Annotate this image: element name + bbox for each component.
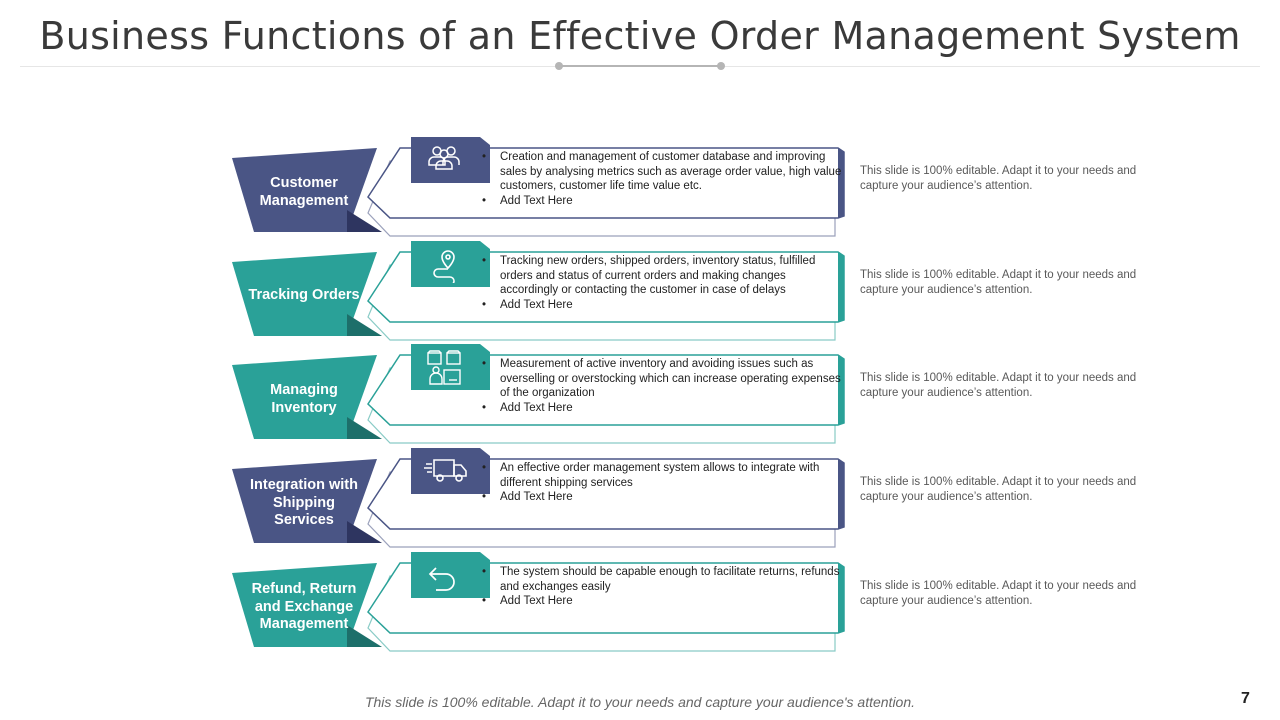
bullet-text: Add Text Here: [500, 491, 573, 503]
bullet-marker: •: [482, 358, 487, 370]
bullet-item: • Add Text Here: [482, 298, 842, 313]
bullet-text: Add Text Here: [500, 298, 573, 311]
title-accent-line: [559, 65, 722, 67]
bullet-text: Creation and management of customer data…: [500, 151, 842, 192]
bullet-text: Add Text Here: [500, 194, 573, 207]
function-row: Refund, Return and Exchange Management • T…: [0, 552, 1280, 663]
function-label-tag: [232, 252, 382, 336]
bullet-text: Measurement of active inventory and avoi…: [500, 358, 841, 399]
function-label: Tracking Orders: [248, 287, 360, 303]
description-card: [367, 241, 845, 341]
footer-note: This slide is 100% editable. Adapt it to…: [364, 694, 916, 710]
bullet-item: • Measurement of active inventory and avo…: [482, 357, 842, 401]
bullet-item: • Add Text Here: [482, 194, 842, 209]
function-label-tag: [232, 459, 382, 543]
bullet-marker: •: [482, 491, 487, 503]
bullet-text: The system should be capable enough to f…: [500, 566, 840, 593]
delivery-truck-icon: [411, 449, 481, 495]
bullet-item: • Creation and management of customer dat…: [482, 150, 842, 194]
slide-title: Business Functions of an Effective Order…: [39, 14, 1241, 58]
bullet-marker: •: [482, 298, 487, 311]
bullet-item: • Tracking new orders, shipped orders, in…: [482, 254, 842, 298]
function-label: Refund, Return and Exchange Management: [251, 581, 357, 632]
bullet-marker: •: [482, 595, 487, 607]
function-row: Tracking Orders • Tracking new orders, shi…: [0, 241, 1280, 352]
return-arrow-icon: [411, 553, 481, 599]
inventory-boxes-icon: [411, 345, 481, 391]
bullet-list: • Measurement of active inventory and avo…: [482, 357, 842, 415]
function-label-tag: [232, 563, 382, 647]
bullet-marker: •: [482, 401, 487, 414]
function-label: Integration with Shipping Services: [250, 477, 358, 528]
bullet-text: Add Text Here: [500, 401, 573, 414]
function-label-tag: [232, 148, 382, 232]
customers-icon: [411, 138, 481, 184]
side-note: This slide is 100% editable. Adapt it to…: [860, 580, 1137, 607]
function-label: Customer Management: [259, 175, 349, 209]
bullet-marker: •: [482, 566, 487, 578]
bullet-list: • The system should be capable enough to …: [482, 565, 842, 609]
side-note: This slide is 100% editable. Adapt it to…: [860, 165, 1137, 192]
bullet-marker: •: [482, 194, 487, 207]
function-row: Managing Inventory • Measurement of active…: [0, 344, 1280, 455]
title-accent-dot-left: [555, 62, 563, 70]
page-number: 7: [1241, 690, 1250, 707]
side-note: This slide is 100% editable. Adapt it to…: [860, 476, 1137, 503]
bullet-item: • An effective order management system al…: [482, 461, 842, 490]
side-note: This slide is 100% editable. Adapt it to…: [860, 269, 1137, 296]
bullet-item: • Add Text Here: [482, 594, 842, 609]
description-card: [367, 448, 845, 548]
bullet-item: • The system should be capable enough to …: [482, 565, 842, 594]
bullet-marker: •: [482, 462, 487, 474]
function-row: Customer Management • Creation and managem…: [0, 137, 1280, 248]
description-card: [367, 137, 845, 237]
location-route-icon: [411, 242, 481, 288]
bullet-item: • Add Text Here: [482, 490, 842, 505]
bullet-text: Add Text Here: [500, 595, 573, 607]
title-accent-dot-right: [717, 62, 725, 70]
side-note: This slide is 100% editable. Adapt it to…: [860, 372, 1137, 399]
bullet-list: • Tracking new orders, shipped orders, in…: [482, 254, 842, 312]
function-row: Integration with Shipping Services • An ef…: [0, 448, 1280, 559]
bullet-marker: •: [482, 255, 487, 267]
description-card: [367, 552, 845, 652]
function-label: Managing Inventory: [270, 382, 338, 416]
bullet-item: • Add Text Here: [482, 401, 842, 416]
bullet-list: • Creation and management of customer dat…: [482, 150, 842, 208]
bullet-text: Tracking new orders, shipped orders, inv…: [500, 255, 816, 296]
description-card: [367, 344, 845, 444]
bullet-list: • An effective order management system al…: [482, 461, 842, 505]
bullet-marker: •: [482, 151, 487, 163]
bullet-text: An effective order management system all…: [500, 462, 820, 489]
function-label-tag: [232, 355, 382, 439]
